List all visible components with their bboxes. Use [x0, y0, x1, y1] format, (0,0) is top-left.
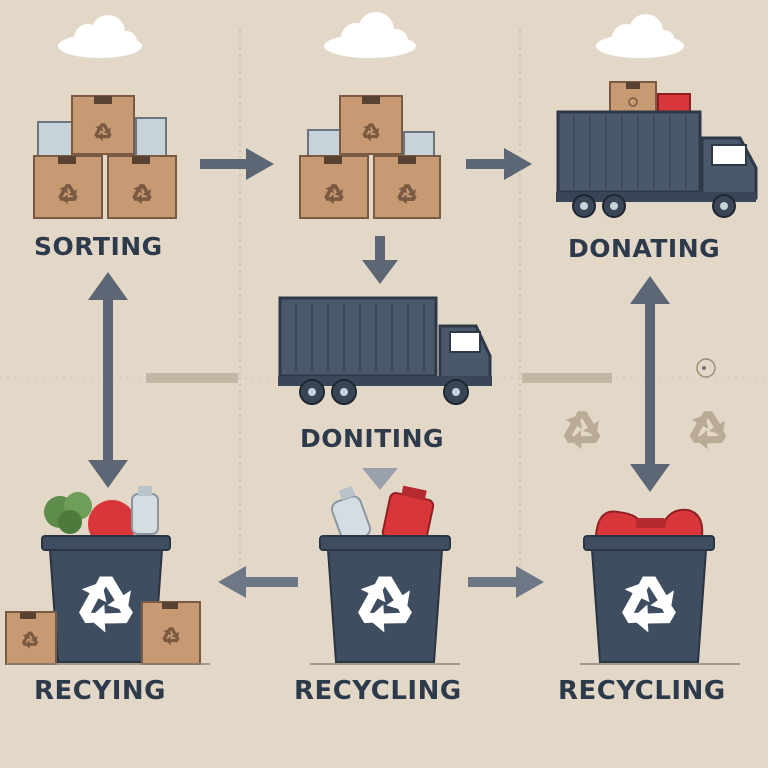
guide-lines: [0, 30, 768, 570]
recycle-bin-icon: [319, 485, 451, 663]
label-recycling-center: RECYCLING: [294, 676, 462, 706]
arrow-icon: [200, 148, 274, 180]
cloud-icon: [596, 14, 684, 58]
arrow-icon: [630, 276, 670, 492]
arrow-icon: [88, 272, 128, 488]
truck-icon: [556, 81, 758, 218]
box-icon: [299, 95, 441, 219]
info-icon: [696, 358, 716, 378]
label-recycling-right: RECYCLING: [558, 676, 726, 706]
label-recying: RECYING: [34, 676, 166, 706]
box-icon: [33, 95, 177, 219]
recycle-symbol-icon: [557, 411, 730, 455]
arrow-icon: [146, 373, 612, 383]
arrow-icon: [362, 468, 398, 490]
label-donating: DONATING: [568, 234, 721, 263]
label-sorting: SORTING: [34, 232, 163, 261]
arrow-icon: [466, 148, 532, 180]
recycle-bin-icon: [5, 486, 201, 665]
label-doniting: DONITING: [300, 424, 445, 453]
arrow-icon: [468, 566, 544, 598]
arrow-icon: [218, 566, 298, 598]
cloud-icon: [324, 12, 416, 58]
cloud-icon: [58, 15, 142, 58]
arrow-icon: [362, 236, 398, 284]
recycle-bin-icon: [583, 508, 715, 663]
truck-icon: [278, 296, 492, 405]
